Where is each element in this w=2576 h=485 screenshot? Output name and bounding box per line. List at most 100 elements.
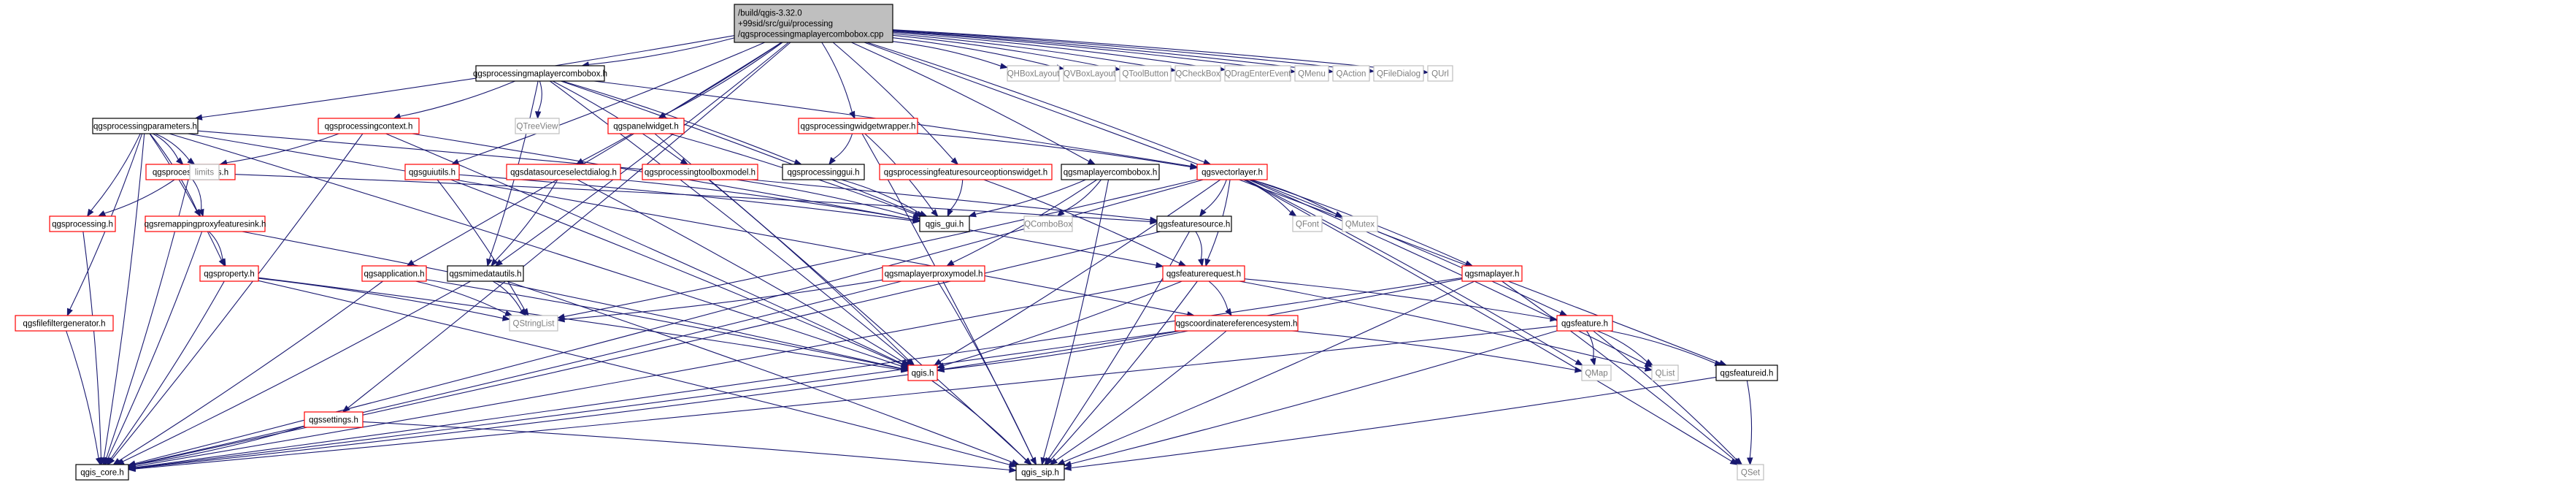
include-edge-qgsapplication_h-to-qgis_core_h <box>112 280 383 465</box>
edge-line <box>866 42 1205 163</box>
include-edge-qgsprocessingcontext_h-to-qgsfeaturerequest_h <box>412 133 1164 269</box>
node-qgsfeaturesource_h[interactable]: qgsfeaturesource.h <box>1156 215 1232 232</box>
node-box <box>907 364 938 381</box>
node-qgsprocessingmaplayercombobox_h[interactable]: qgsprocessingmaplayercombobox.h <box>473 65 607 82</box>
node-qgsvectorlayer_h[interactable]: qgsvectorlayer.h <box>1196 164 1268 180</box>
edge-arrowhead <box>198 208 204 218</box>
node-qgsprocessing_h[interactable]: qgsprocessing.h <box>49 215 116 232</box>
include-edge-qgsfeaturerequest_h-to-QList <box>1239 280 1653 372</box>
include-edge-qgis_h-to-qgis_sip_h <box>931 380 1032 465</box>
include-edge-qgsmimedatautils_h-to-QStringList <box>492 280 527 316</box>
node-qgis_gui_h[interactable]: qgis_gui.h <box>919 215 970 232</box>
edge-line <box>1248 179 1647 364</box>
include-edge-qgsprocessingfeaturesourceoptionswidget_h-to-qgis_gui_h <box>947 179 964 218</box>
node-box <box>1581 364 1612 381</box>
edges-layer <box>66 29 1753 473</box>
node-qgis_h[interactable]: qgis.h <box>907 364 938 381</box>
edge-line <box>500 42 789 262</box>
node-label: qgsmaplayer.h <box>1465 270 1520 278</box>
node-qgsprocessingwidgetwrapper_h[interactable]: qgsprocessingwidgetwrapper.h <box>798 118 918 134</box>
node-label: QAction <box>1337 69 1366 78</box>
node-qgsfeature_h[interactable]: qgsfeature.h <box>1556 315 1613 332</box>
edge-line <box>458 174 914 221</box>
node-box <box>1015 464 1065 481</box>
node-qgscoordinatereferencesystem_h[interactable]: qgscoordinatereferencesystem.h <box>1174 315 1299 332</box>
edge-arrowhead <box>901 359 910 366</box>
node-qgssettings_h[interactable]: qgssettings.h <box>304 411 364 428</box>
node-qgsmaplayer_h[interactable]: qgsmaplayer.h <box>1461 265 1523 282</box>
node-qgsmimedatautils_h[interactable]: qgsmimedatautils.h <box>447 265 524 282</box>
node-qgsproperty_h[interactable]: qgsproperty.h <box>199 265 259 282</box>
node-qgspanelwidget_h[interactable]: qgspanelwidget.h <box>607 118 685 134</box>
include-edge-root-to-qgsprocessingwidgetwrapper_h <box>821 42 856 120</box>
node-qgsprocessinggui_h[interactable]: qgsprocessinggui.h <box>782 164 865 180</box>
edge-line <box>134 426 305 465</box>
edge-line <box>385 133 903 364</box>
edge-line <box>892 31 1219 69</box>
node-qgsremappingproxyfeaturesink_h[interactable]: qgsremappingproxyfeaturesink.h <box>145 215 266 232</box>
include-edge-qgsprocessingwidgetwrapper_h-to-qgsprocessinggui_h <box>828 133 853 166</box>
node-qgsfilefiltergenerator_h[interactable]: qgsfilefiltergenerator.h <box>15 315 114 332</box>
node-qgsmaplayerproxymodel_h[interactable]: qgsmaplayerproxymodel.h <box>882 265 985 282</box>
node-label: QCheckBox <box>1175 69 1220 78</box>
node-QSet: QSet <box>1737 464 1764 481</box>
node-qgsmaplayercombobox_h[interactable]: qgsmaplayercombobox.h <box>1061 164 1160 180</box>
edge-line <box>415 280 507 314</box>
edge-arrowhead <box>1087 158 1096 165</box>
node-label: qgscoordinatereferencesystem.h <box>1176 319 1298 328</box>
node-qgis_sip_h[interactable]: qgis_sip.h <box>1015 464 1065 481</box>
include-edge-qgssettings_h-to-qgis_core_h <box>127 426 305 468</box>
node-qgsapplication_h[interactable]: qgsapplication.h <box>361 265 427 282</box>
edge-line <box>950 179 964 211</box>
edge-arrowhead <box>1011 459 1020 465</box>
edge-line <box>841 179 921 214</box>
node-qgsprocessingcontext_h[interactable]: qgsprocessingcontext.h <box>318 118 420 134</box>
node-QMutex: QMutex <box>1342 215 1378 232</box>
include-edge-qgsdatasourceselectdialog_h-to-qgis_h <box>577 179 910 366</box>
edge-line <box>943 330 1188 370</box>
node-label: qgsprocessingwidgetwrapper.h <box>801 122 916 131</box>
edge-line <box>110 280 225 459</box>
node-box <box>1119 65 1172 82</box>
edge-line <box>564 279 883 320</box>
edge-arrowhead <box>1049 457 1058 465</box>
include-edge-qgssettings_h-to-qgis_sip_h <box>362 421 1018 473</box>
include-edge-root-to-qgssettings_h <box>342 42 791 413</box>
edge-line <box>169 133 902 367</box>
include-edge-root-to-qgsdatasourceselectdialog_h <box>575 42 783 165</box>
edge-arrowhead <box>1734 457 1743 465</box>
edge-line <box>412 42 783 263</box>
edge-line <box>1239 280 1646 370</box>
node-label: qgsmimedatautils.h <box>449 270 521 278</box>
edge-line <box>864 42 1720 364</box>
node-qgsfeaturerequest_h[interactable]: qgsfeaturerequest.h <box>1162 265 1245 282</box>
node-qgsprocessingtoolboxmodel_h[interactable]: qgsprocessingtoolboxmodel.h <box>642 164 758 180</box>
edge-line <box>155 133 190 161</box>
edge-arrowhead <box>1204 258 1211 267</box>
node-label: QDragEnterEvent <box>1225 69 1292 78</box>
edge-arrowhead <box>127 462 137 468</box>
edge-line <box>1195 231 1202 260</box>
node-box <box>145 215 266 232</box>
include-edge-qgscoordinatereferencesystem_h-to-QMap <box>1292 330 1583 373</box>
edge-arrowhead <box>1045 457 1053 466</box>
node-label: qgsdatasourceselectdialog.h <box>510 168 617 177</box>
include-edge-qgsprocessingparameters_h-to-qgis_core_h <box>101 133 145 466</box>
edge-line <box>426 279 902 370</box>
node-qgsfeatureid_h[interactable]: qgsfeatureid.h <box>1715 364 1778 381</box>
node-qgsprocessingparameters_h[interactable]: qgsprocessingparameters.h <box>92 118 199 134</box>
node-label: qgsprocessinggui.h <box>787 168 859 177</box>
node-box <box>1373 65 1424 82</box>
node-root[interactable]: /build/qgis-3.32.0+99sid/src/gui/process… <box>734 4 893 43</box>
node-QToolButton: QToolButton <box>1119 65 1172 82</box>
node-qgsdatasourceselectdialog_h[interactable]: qgsdatasourceselectdialog.h <box>506 164 621 180</box>
node-qgsprocessingfeaturesourceoptionswidget_h[interactable]: qgsprocessingfeaturesourceoptionswidget.… <box>879 164 1053 180</box>
include-edge-qgsdatasourceselectdialog_h-to-qgsmimedatautils_h <box>491 179 558 267</box>
edge-arrowhead <box>1559 310 1568 316</box>
node-qgis_core_h[interactable]: qgis_core.h <box>75 464 129 481</box>
node-qgsguiutils_h[interactable]: qgsguiutils.h <box>404 164 460 180</box>
node-label: QMutex <box>1345 220 1375 229</box>
edge-line <box>134 325 1558 470</box>
edge-line <box>134 277 1463 468</box>
edge-line <box>492 280 523 311</box>
